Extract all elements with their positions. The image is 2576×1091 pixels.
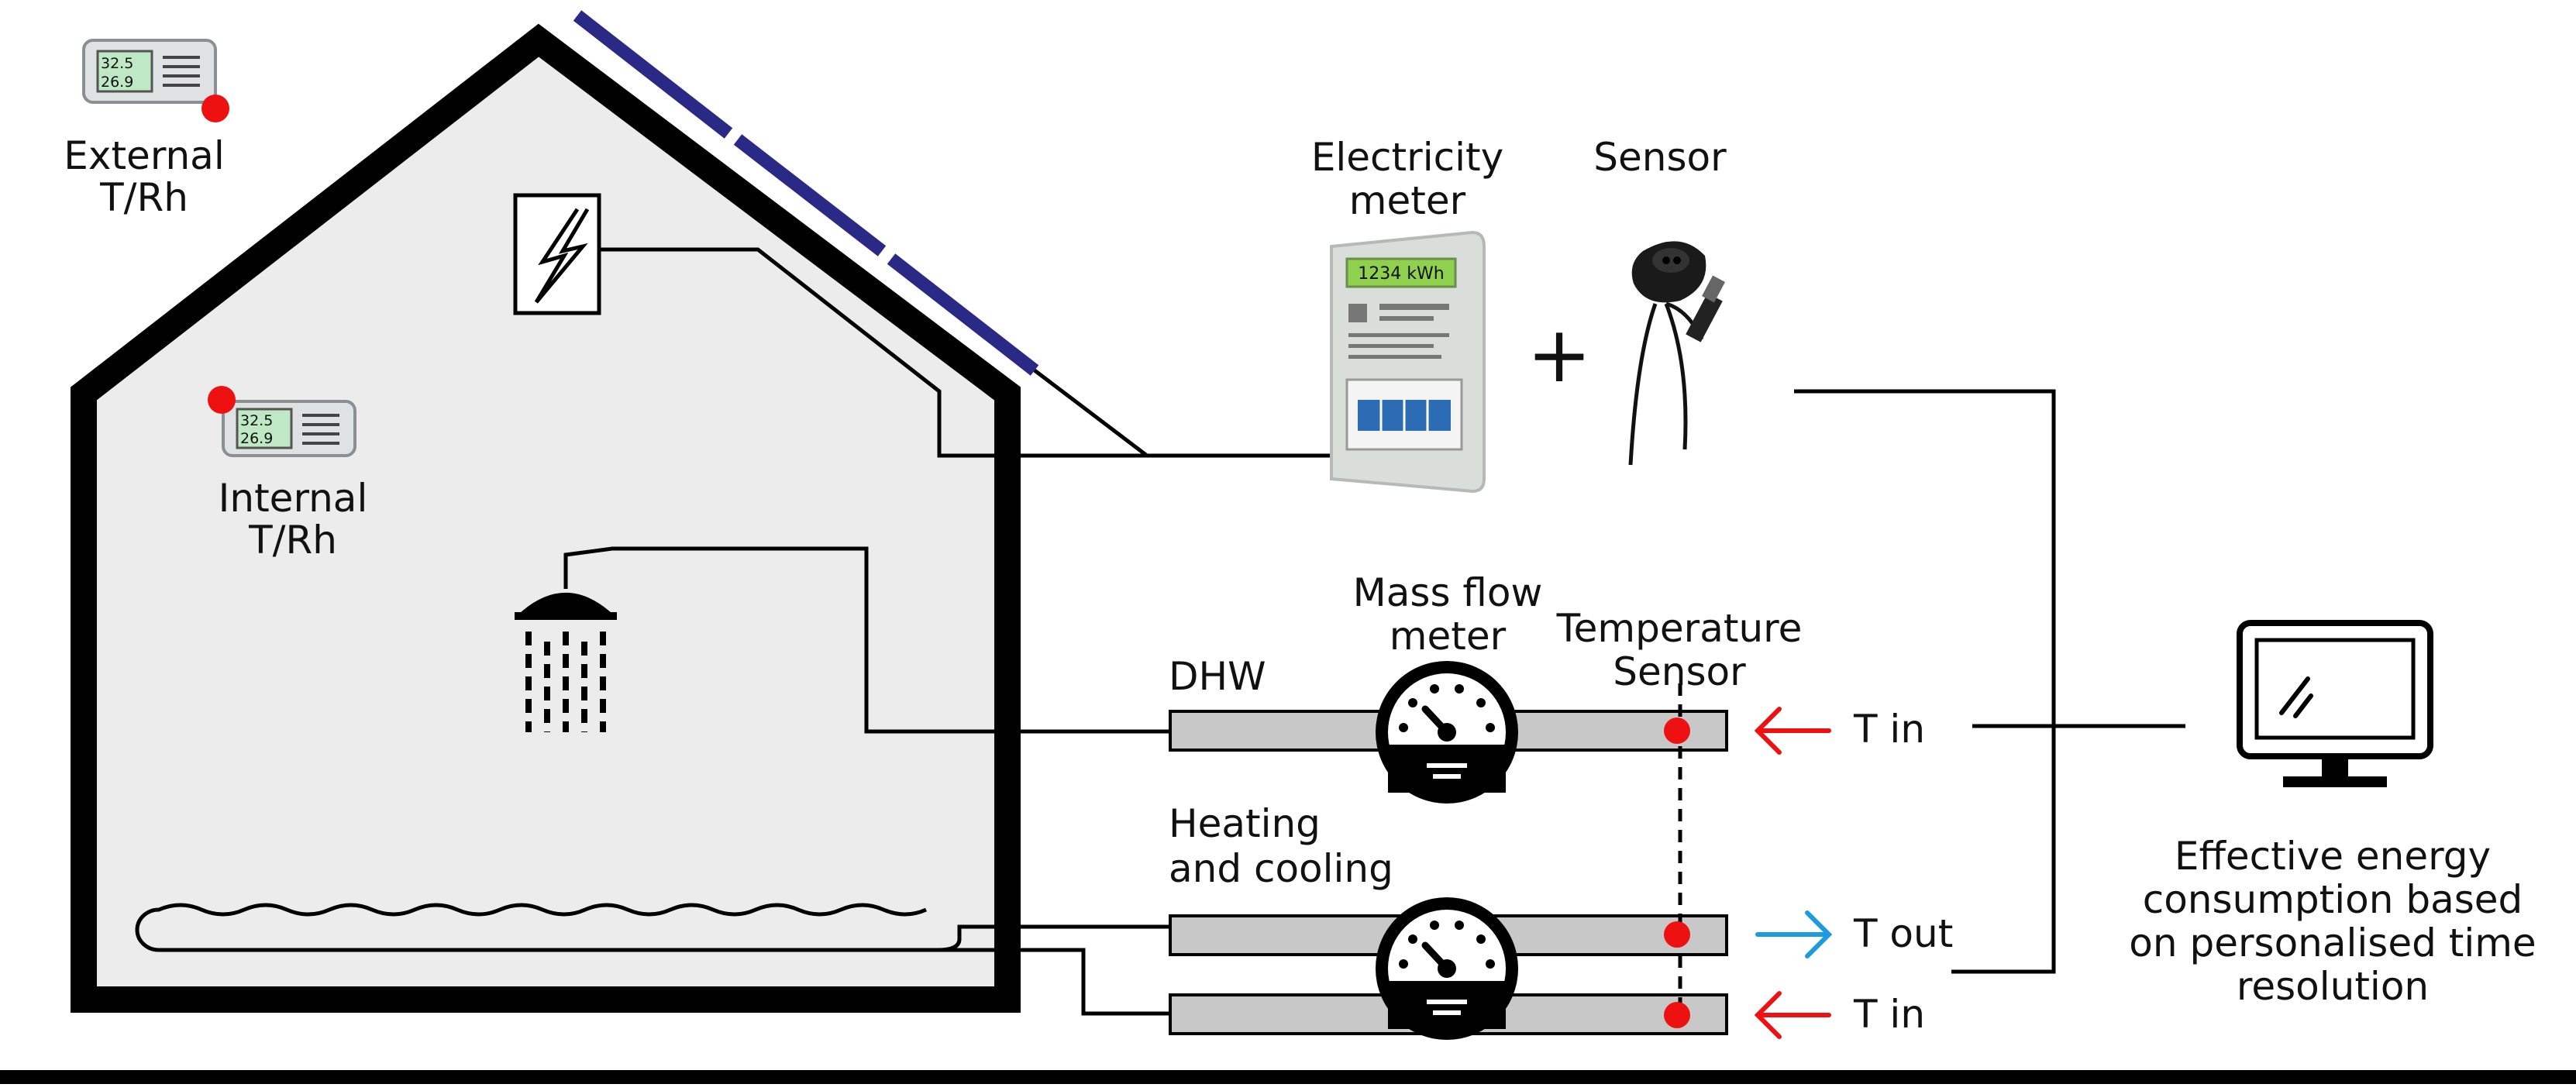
plus-sign: + [1527, 309, 1592, 400]
shower-icon [515, 546, 1170, 734]
heating-cooling-label-line2: and cooling [1169, 846, 1393, 891]
electricity-meter-label-line2: meter [1349, 178, 1466, 223]
temperature-sensor-label-line2: Sensor [1613, 649, 1746, 694]
sensor-label: Sensor [1593, 135, 1727, 180]
electricity-meter-icon: 1234 kWh [1330, 230, 1486, 494]
dhw-flow-gauge-icon [1376, 661, 1518, 804]
solar-wire [1033, 369, 1149, 457]
heating-flow-gauge-icon [1376, 897, 1518, 1040]
heating-cooling-label-line1: Heating [1169, 801, 1321, 846]
external-sensor-dot [201, 95, 229, 122]
heating-in-temperature-dot [1664, 1002, 1690, 1028]
internal-label-line1: Internal [219, 476, 368, 521]
svg-text:26.9: 26.9 [240, 430, 273, 447]
meter-display-value: 1234 kWh [1358, 264, 1444, 284]
mass-flow-meter-label-line2: meter [1390, 614, 1507, 659]
solar-panel-1 [573, 10, 733, 139]
result-label-line3: on personalised time [2129, 921, 2536, 965]
svg-text:26.9: 26.9 [101, 74, 133, 91]
monitor-icon [2237, 620, 2433, 787]
house-outline [71, 23, 1021, 1013]
lightning-icon [534, 208, 590, 304]
heating-out-arrow-icon [1755, 910, 1833, 958]
temperature-sensor-label-line1: Temperature [1556, 606, 1803, 651]
electricity-meter-label-line1: Electricity [1311, 135, 1503, 180]
mass-flow-meter-label-line1: Mass flow [1353, 570, 1543, 615]
dhw-in-arrow-icon [1754, 707, 1831, 755]
inverter-wire [599, 247, 1331, 458]
dhw-label: DHW [1169, 654, 1266, 699]
solar-panels [573, 10, 1039, 376]
ground-line [0, 1070, 2576, 1084]
usb-sensor-icon [1628, 241, 1725, 466]
electric-wires [599, 247, 1331, 458]
external-label-line1: External [64, 133, 224, 178]
underfloor-heating-coil [135, 903, 1170, 1016]
dhw-t-in-label: T in [1853, 707, 1925, 752]
inverter-box [513, 193, 601, 315]
result-label-line4: resolution [2237, 964, 2429, 1009]
svg-text:32.5: 32.5 [101, 55, 133, 72]
solar-panel-2 [733, 134, 887, 256]
svg-text:32.5: 32.5 [240, 412, 273, 429]
internal-data-logger-icon: 32.5 26.9 [208, 386, 356, 457]
external-label-line2: T/Rh [99, 175, 188, 220]
result-label-line2: consumption based [2143, 877, 2523, 922]
solar-panel-3 [887, 253, 1039, 376]
internal-label-line2: T/Rh [248, 518, 337, 563]
heating-t-in-label: T in [1853, 992, 1925, 1037]
result-label-line1: Effective energy [2175, 834, 2491, 879]
heating-out-temperature-dot [1664, 921, 1690, 948]
external-data-logger-icon: 32.5 26.9 [82, 39, 229, 122]
heating-in-arrow-icon [1754, 991, 1831, 1039]
connection-lines [1794, 389, 2185, 974]
internal-sensor-dot [208, 386, 236, 414]
dhw-temperature-dot [1664, 718, 1690, 744]
heating-t-out-label: T out [1853, 911, 1953, 956]
